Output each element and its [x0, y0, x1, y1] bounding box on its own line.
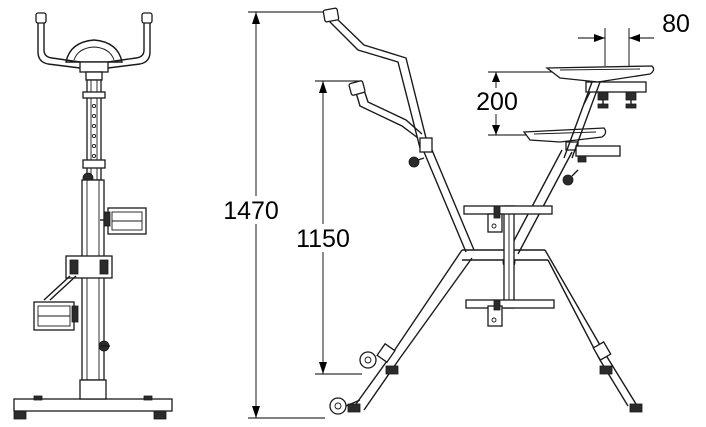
front-view [13, 12, 173, 420]
side-lower-handlebar [348, 80, 423, 139]
label-overall-height: 1470 [223, 197, 279, 225]
dimension-seat-adjust: 200 [470, 71, 552, 136]
label-seat-offset: 80 [662, 10, 690, 38]
label-seat-height: 1150 [296, 225, 350, 253]
front-base [13, 379, 173, 420]
dimension-seat-offset: 80 [578, 10, 690, 66]
side-lower-seat [522, 127, 621, 186]
front-upper-pedal [100, 207, 147, 235]
side-upper-seat [545, 65, 655, 109]
side-seat-post [507, 81, 601, 255]
front-column [81, 79, 106, 381]
side-lower-pedal [465, 299, 555, 327]
side-upper-pedal [463, 205, 553, 233]
label-seat-adjust: 200 [476, 88, 518, 116]
dimension-seat-height: 1150 [292, 80, 362, 375]
side-view [322, 7, 655, 415]
side-head-clamp [419, 137, 433, 153]
front-lower-pedal [33, 301, 79, 331]
side-frame-center [462, 205, 548, 309]
front-crank [43, 255, 113, 301]
side-left-leg [329, 249, 473, 415]
side-right-leg [544, 249, 643, 413]
side-upper-handlebar [322, 7, 429, 149]
front-handlebar [35, 12, 153, 81]
dimension-overall-height: 1470 [222, 11, 325, 419]
side-front-tube [423, 149, 475, 253]
